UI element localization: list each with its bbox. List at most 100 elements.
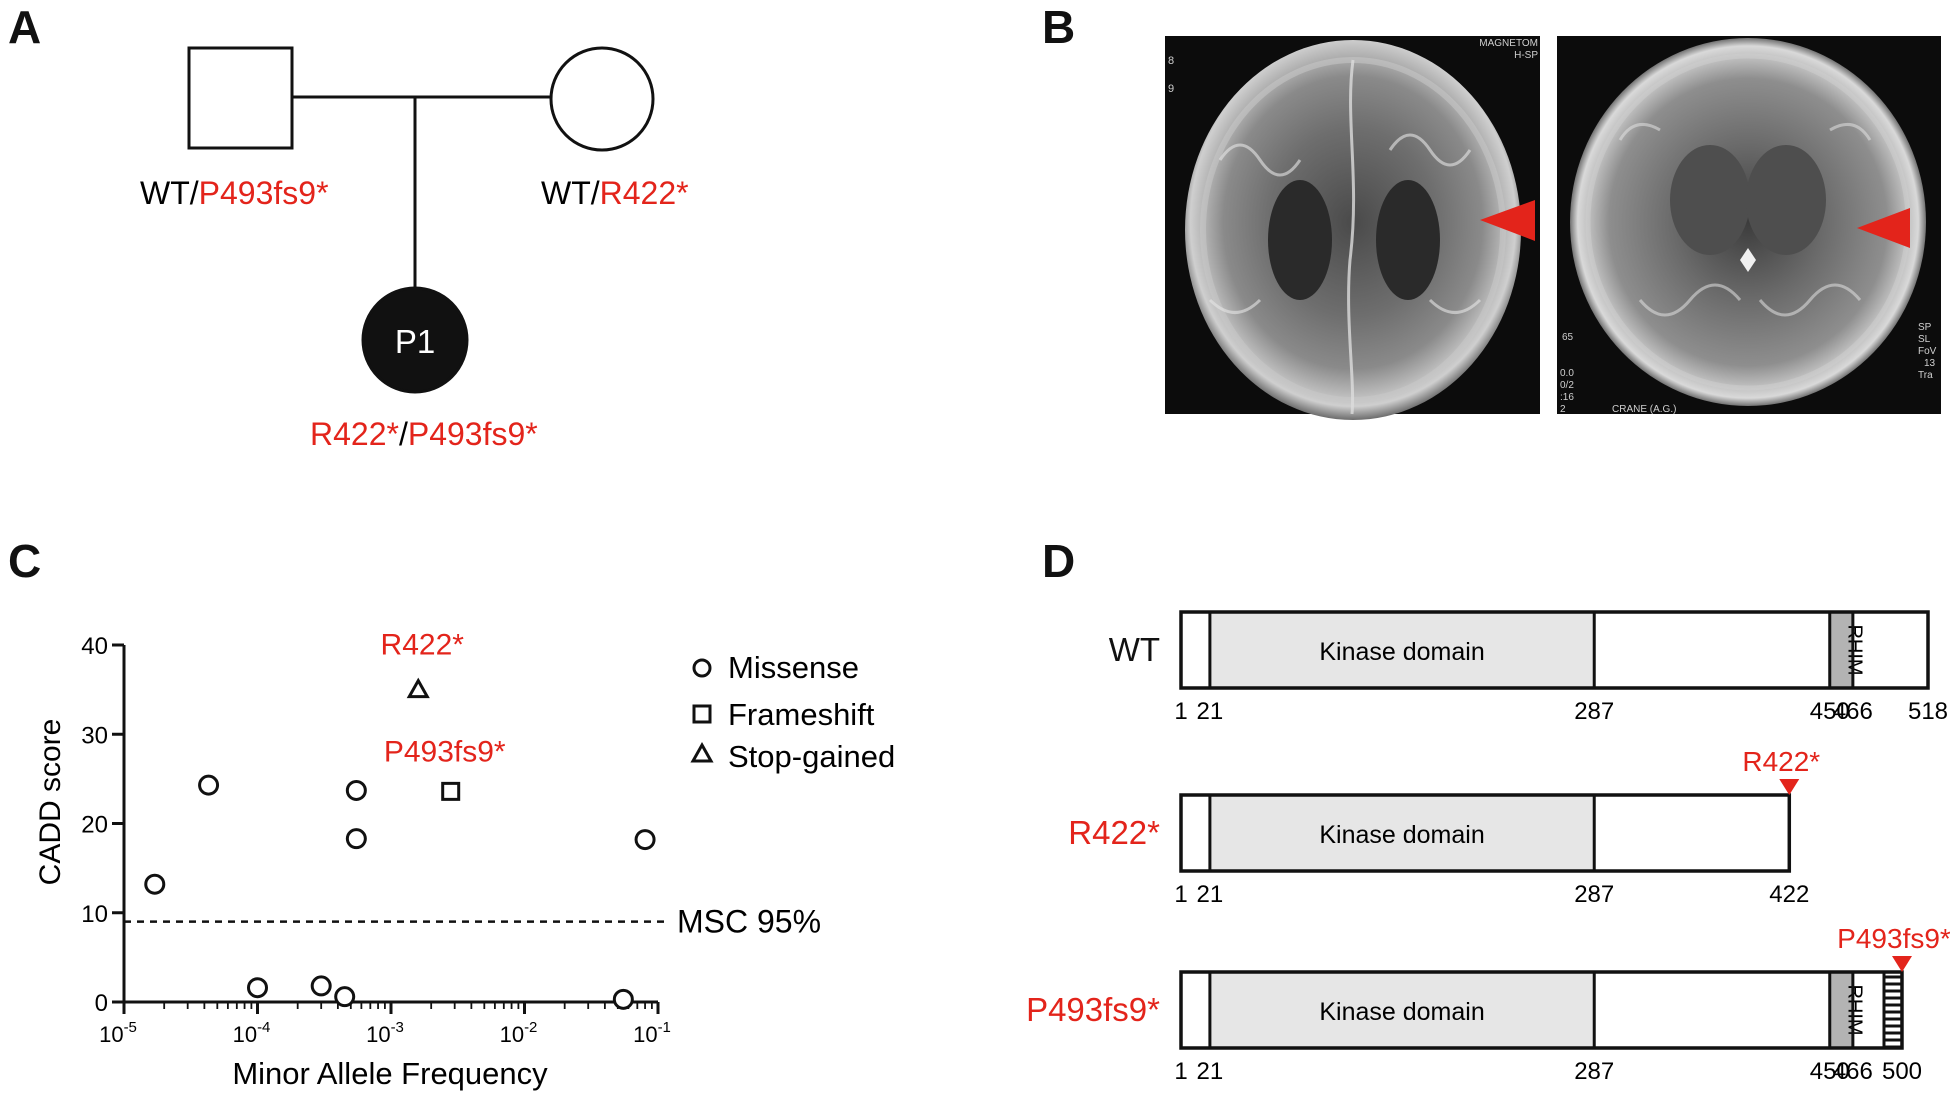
father-genotype-variant: P493fs9*	[199, 175, 329, 211]
missense-point	[345, 828, 367, 850]
x-axis-label: Minor Allele Frequency	[232, 1056, 548, 1091]
y-tick-label: 30	[81, 722, 108, 749]
protein-outline	[1179, 793, 1792, 873]
residue-tick-label: 450	[1810, 698, 1850, 725]
x-tick-base: 10	[99, 1022, 123, 1047]
legend-stop-gained-marker	[690, 741, 714, 763]
pedigree: P1 WT/P493fs9* WT/R422* R422*/P493fs9*	[140, 46, 689, 452]
rhim-domain	[1829, 972, 1853, 1048]
y-tick-label: 40	[81, 633, 108, 660]
mother-genotype-wt: WT/	[541, 175, 600, 211]
mri-coronal-overlay-top2: H-SP	[1514, 50, 1538, 61]
mri-axial-overlay-right-3: FoV	[1918, 346, 1937, 357]
kinase-domain-label: Kinase domain	[1319, 998, 1484, 1026]
mri-axial-sulci	[1618, 122, 1872, 317]
x-tick-base: 10	[366, 1022, 390, 1047]
mri-axial-overlay-left-4: :16	[1560, 392, 1574, 403]
mother-symbol	[549, 46, 655, 152]
residue-tick-label: 422	[1769, 881, 1809, 908]
mri-coronal: MAGNETOM H-SP 8 9	[1165, 36, 1540, 420]
mri-axial-overlay-bottom: CRANE (A.G.)	[1612, 404, 1676, 415]
residue-tick-label: 287	[1574, 1058, 1614, 1085]
legend-missense-label: Missense	[728, 650, 859, 685]
truncation-marker	[1779, 779, 1800, 795]
y-tick-label: 20	[81, 812, 108, 839]
truncation-marker-label: P493fs9*	[1837, 923, 1950, 954]
mri-coronal-ventricle-left	[1268, 180, 1332, 300]
missense-point	[334, 986, 356, 1008]
residue-tick-label: 466	[1833, 698, 1873, 725]
x-tick-exponent: -3	[391, 1019, 404, 1036]
panel-letter-c: C	[8, 535, 42, 587]
missense-point	[247, 977, 268, 999]
protein-diagrams: Kinase domainRHIMWT121287450466518Kinase…	[1026, 610, 1950, 1085]
x-tick-exponent: -5	[124, 1019, 137, 1036]
missense-point	[198, 774, 220, 796]
missense-point	[144, 873, 166, 895]
residue-tick-label: 1	[1174, 881, 1187, 908]
mri-coronal-arrowhead	[1480, 200, 1535, 241]
mri-axial: 65 0.0 0/2 :16 2 SP SL FoV 13 Tra CRANE …	[1557, 36, 1941, 415]
x-tick-label: 10-5	[99, 1019, 137, 1047]
proband-variant-2: P493fs9*	[408, 416, 538, 452]
residue-tick-label: 1	[1174, 698, 1187, 725]
mri-axial-ventricle	[1740, 248, 1756, 272]
proband-symbol	[361, 286, 469, 394]
mri-axial-overlay-right-2: SL	[1918, 334, 1931, 345]
father-genotype-wt: WT/	[140, 175, 199, 211]
mri-axial-overlay-right-4: 13	[1924, 358, 1936, 369]
father-symbol	[187, 46, 294, 150]
protein-row: Kinase domainRHIMWT121287450466518	[1109, 610, 1948, 725]
truncation-marker	[1891, 956, 1912, 972]
mri-axial-thalamus-right	[1746, 145, 1826, 255]
stop-gained-point	[406, 677, 430, 699]
y-axis-label: CADD score	[34, 719, 67, 886]
residue-tick-label: 21	[1197, 1058, 1224, 1085]
panel-letter-b: B	[1042, 1, 1076, 53]
protein-outline	[1179, 970, 1904, 1050]
mri-axial-overlay-left-1: 65	[1562, 332, 1574, 343]
protein-row-name: R422*	[1068, 814, 1160, 851]
stop-gained-point-label: R422*	[381, 629, 465, 662]
truncation-marker-label: R422*	[1742, 746, 1820, 777]
proband-label: P1	[395, 323, 435, 360]
residue-tick-label: 287	[1574, 881, 1614, 908]
x-tick-label: 10-3	[366, 1019, 404, 1047]
x-tick-base: 10	[633, 1022, 657, 1047]
x-tick-label: 10-1	[633, 1019, 671, 1047]
mri-coronal-overlay-left-2: 9	[1168, 83, 1174, 95]
mri-axial-overlay-left-2: 0.0	[1560, 368, 1574, 379]
x-tick-exponent: -1	[658, 1019, 671, 1036]
mri-coronal-sulci	[1208, 133, 1482, 314]
residue-tick-label: 1	[1174, 1058, 1187, 1085]
legend-stop-gained-label: Stop-gained	[728, 739, 895, 774]
mother-genotype-variant: R422*	[600, 175, 689, 211]
mother-genotype: WT/R422*	[541, 175, 689, 211]
mri-axial-arrowhead	[1857, 208, 1910, 248]
residue-tick-label: 21	[1197, 698, 1224, 725]
kinase-domain	[1209, 612, 1595, 688]
protein-outline	[1179, 610, 1930, 690]
x-tick-exponent: -2	[524, 1019, 537, 1036]
residue-tick-label: 518	[1908, 698, 1948, 725]
kinase-domain-label: Kinase domain	[1319, 821, 1484, 849]
mri-coronal-overlay-left-1: 8	[1168, 55, 1174, 67]
mri-axial-overlay-right-1: SP	[1918, 322, 1932, 333]
mri-axial-overlay-left-3: 0/2	[1560, 380, 1574, 391]
mri-coronal-overlay-top: MAGNETOM	[1479, 38, 1538, 49]
x-tick-base: 10	[500, 1022, 524, 1047]
legend-frameshift-label: Frameshift	[728, 697, 875, 732]
mri-axial-brain	[1570, 38, 1926, 406]
missense-point	[612, 988, 634, 1010]
y-tick-label: 10	[81, 901, 108, 928]
proband-genotype: R422*/P493fs9*	[310, 416, 538, 452]
panel-letter-d: D	[1042, 535, 1076, 587]
residue-tick-label: 21	[1197, 881, 1224, 908]
missense-point	[345, 779, 367, 801]
protein-row-name: WT	[1109, 631, 1160, 668]
protein-row: Kinase domain R422* 1 21 287 422 R422*	[1068, 746, 1820, 908]
mri-coronal-midline	[1347, 59, 1356, 415]
residue-tick-label: 466	[1833, 1058, 1873, 1085]
data-points: P493fs9*R422*	[144, 629, 656, 1010]
